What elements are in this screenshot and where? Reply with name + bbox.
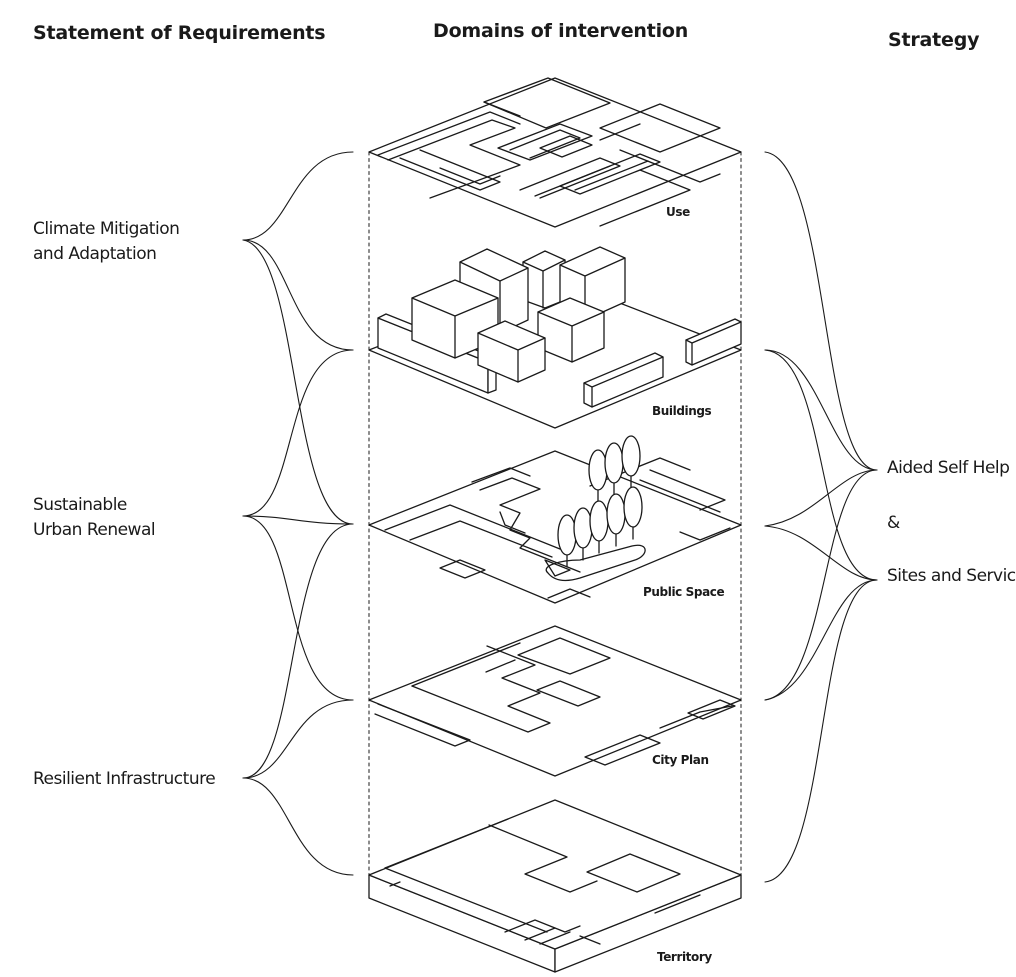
requirement-resilient-infrastructure: Resilient Infrastructure [33, 767, 216, 792]
requirement-climate-line1: Climate Mitigation [33, 219, 180, 239]
layer-label-city-plan: City Plan [652, 753, 709, 767]
layer-city-plan [368, 625, 742, 777]
header-strategy: Strategy [888, 29, 980, 51]
header-domains-of-intervention: Domains of intervention [433, 20, 689, 42]
layer-territory [368, 799, 742, 973]
layer-label-public-space: Public Space [643, 585, 725, 599]
requirement-urban-renewal-line2: Urban Renewal [33, 520, 156, 540]
layer-public-space [368, 435, 742, 604]
layer-buildings [368, 246, 742, 429]
requirement-urban-renewal-line1: Sustainable [33, 495, 127, 515]
header-statement-of-requirements: Statement of Requirements [33, 22, 326, 44]
strategy-aided-self-help: Aided Self Help [887, 458, 1010, 478]
layer-label-buildings: Buildings [652, 404, 712, 418]
strategy-connectors [764, 151, 878, 883]
dashed-guides [368, 151, 742, 876]
requirement-urban-renewal: Sustainable Urban Renewal [33, 493, 156, 543]
requirement-climate: Climate Mitigation and Adaptation [33, 217, 180, 267]
requirement-resilient-line1: Resilient Infrastructure [33, 769, 216, 789]
layer-label-territory: Territory [657, 950, 712, 964]
layer-label-use: Use [666, 205, 690, 219]
layer-use [368, 77, 742, 228]
strategy-sites-and-services: Sites and Services [887, 566, 1016, 586]
strategy-ampersand: & [887, 513, 900, 533]
requirement-connectors [242, 151, 354, 876]
trees [557, 435, 643, 568]
requirement-climate-line2: and Adaptation [33, 244, 157, 264]
